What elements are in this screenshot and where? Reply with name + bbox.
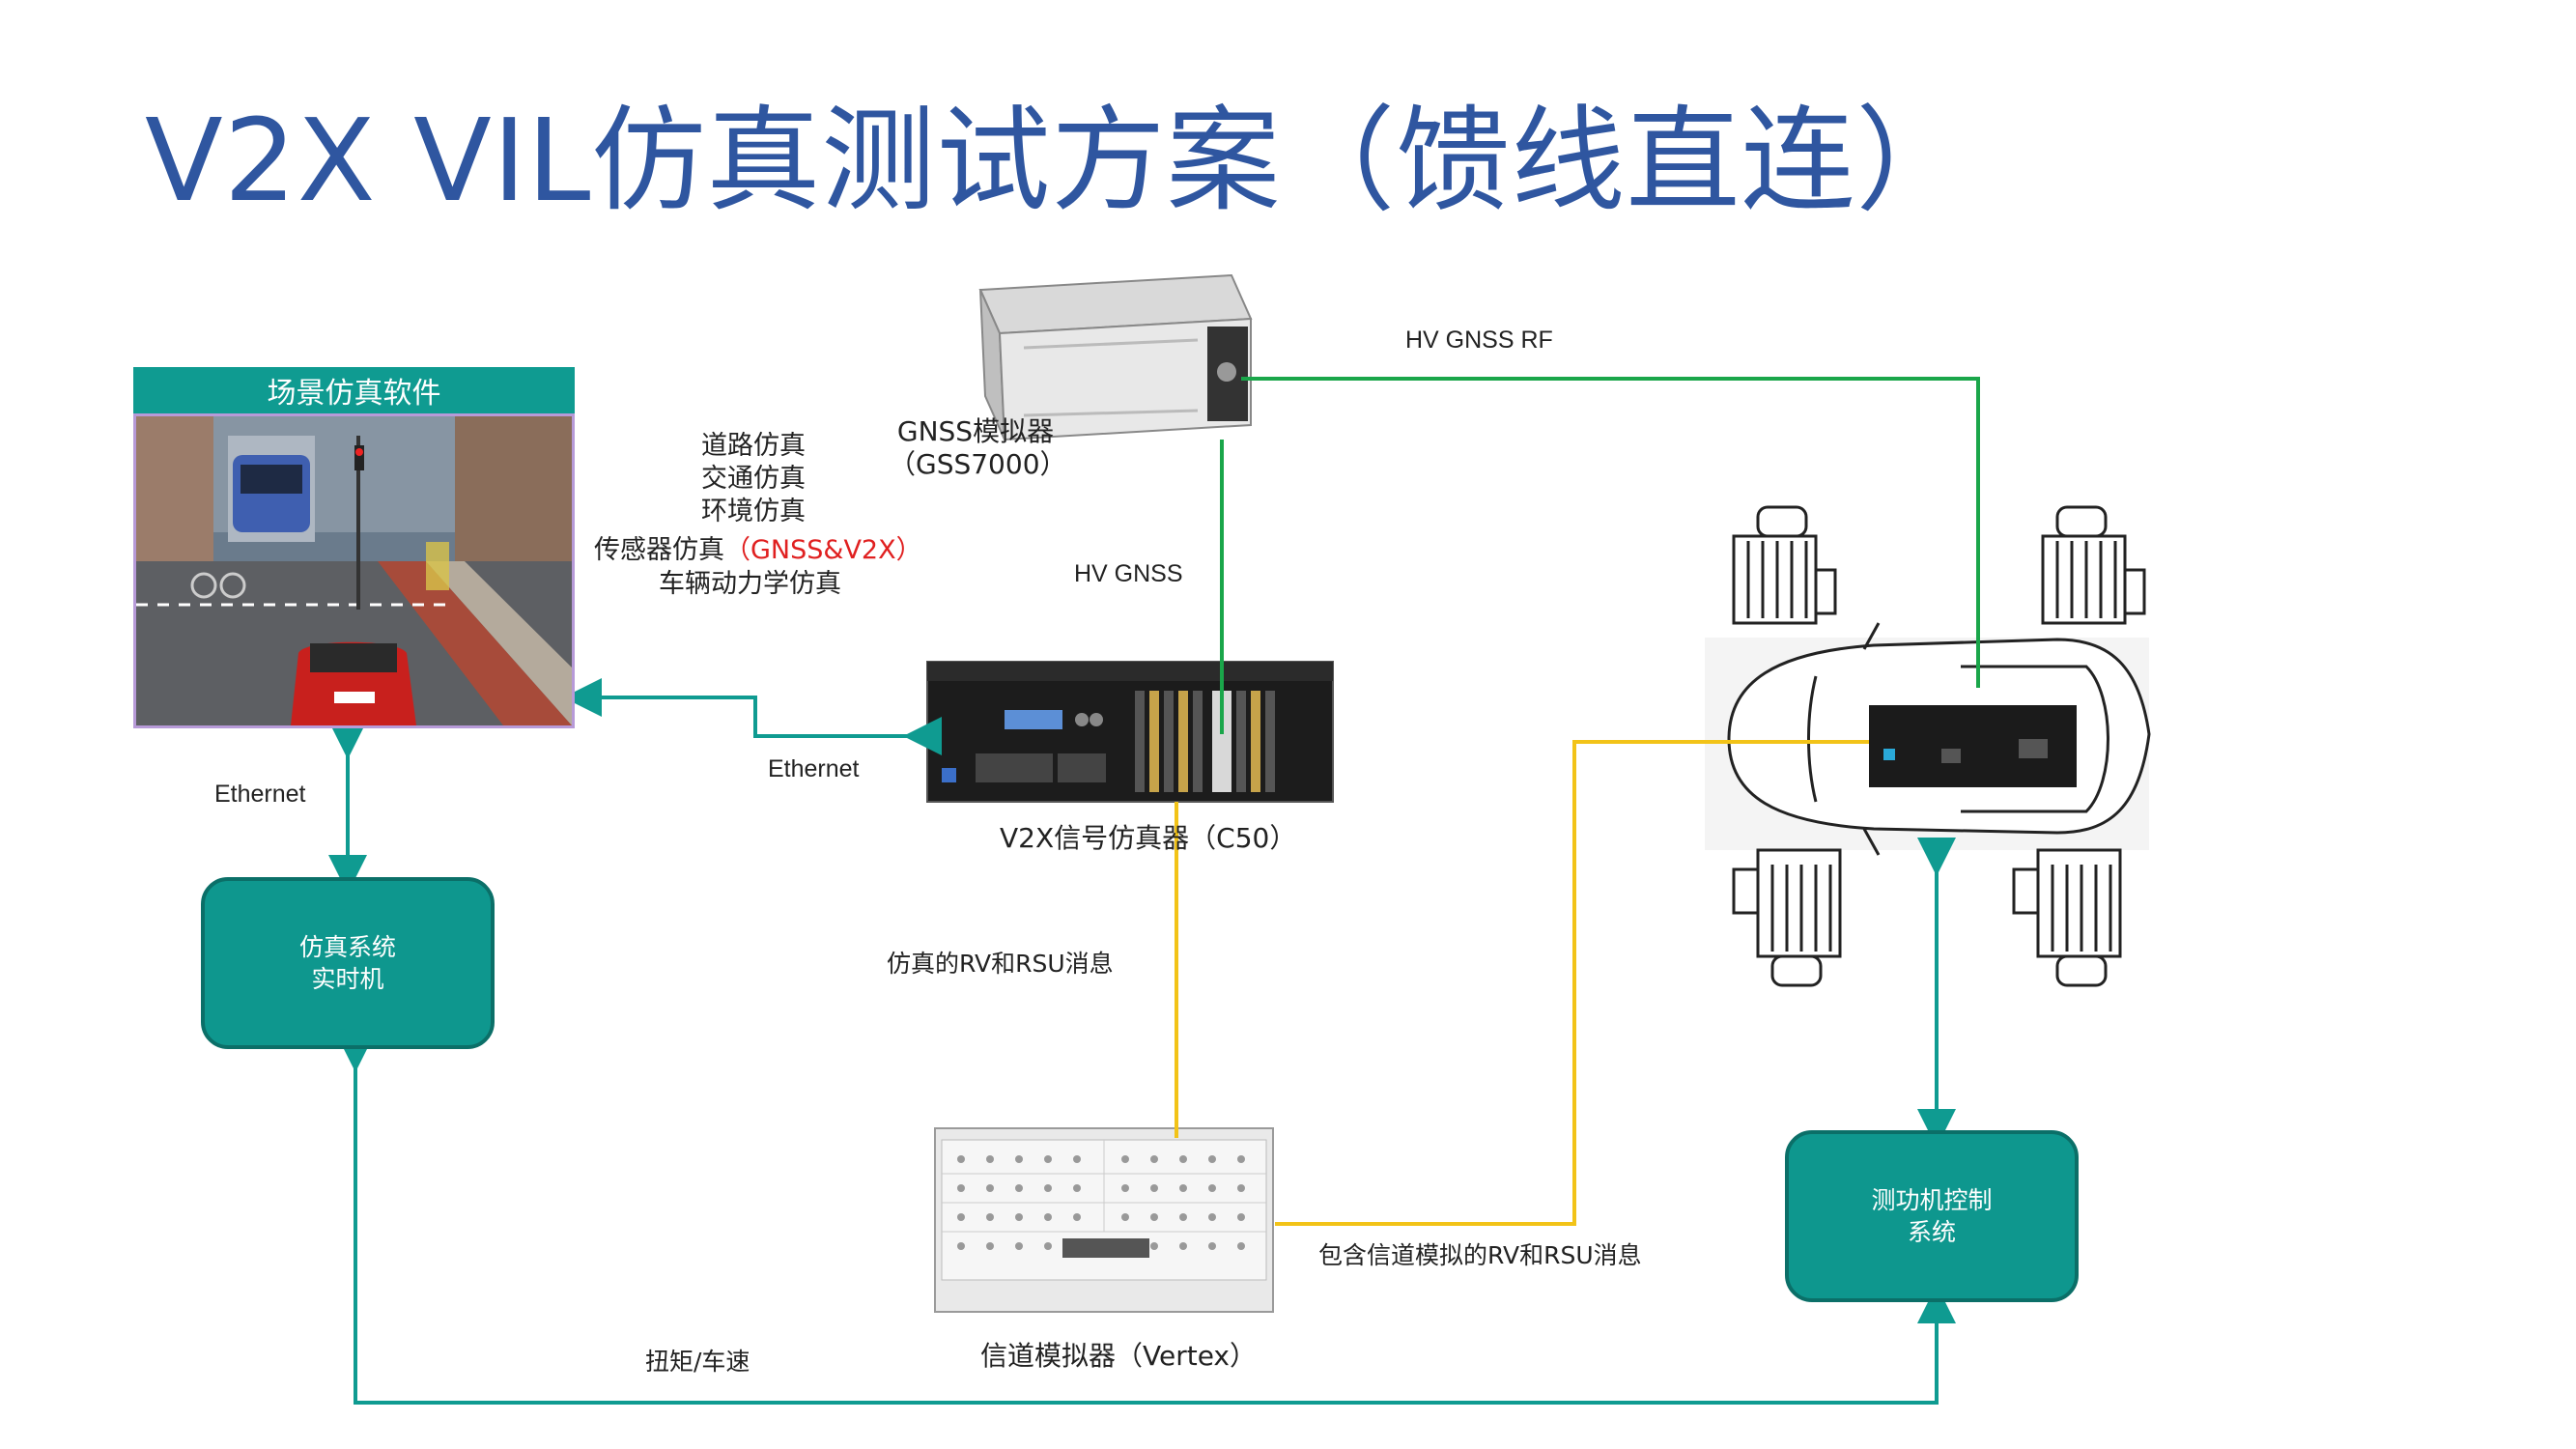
gnss-simulator-label: GNSS模拟器 （GSS7000） [889,415,1067,481]
channel-emulator-device [934,1127,1274,1313]
sim-sensor: 传感器仿真（GNSS&V2X） [594,528,922,566]
sim-traffic: 交通仿真 [701,464,806,494]
vehicle-on-dyno [1705,505,2151,987]
sim-list-top: 道路仿真 交通仿真 环境仿真 [676,430,831,528]
realtime-box-line1: 仿真系统 [298,933,396,961]
dyno-box-line2: 系统 [1907,1218,1956,1246]
sim-sensor-label: 传感器仿真 [594,535,724,565]
v2x-simulator-caption: V2X信号仿真器（C50） [1000,822,1297,854]
sim-vehicle-dynamics: 车辆动力学仿真 [659,569,841,599]
rv-rsu-msg-label: 仿真的RV和RSU消息 [887,950,1114,978]
realtime-system-box: 仿真系统 实时机 [201,877,495,1049]
realtime-box-line2: 实时机 [311,965,384,993]
ethernet-mid-label: Ethernet [768,755,860,782]
gnss-simulator-model: （GSS7000） [889,448,1067,480]
dyno-box-line1: 测功机控制 [1871,1186,1993,1214]
hv-gnss-label: HV GNSS [1074,560,1183,587]
v2x-simulator-device [926,661,1334,803]
sim-sensor-highlight: （GNSS&V2X） [724,535,922,565]
channel-emulator-caption: 信道模拟器（Vertex） [980,1340,1258,1372]
torque-speed-line [336,1034,1956,1405]
scene-software-header: 场景仿真软件 [133,367,575,413]
torque-speed-label: 扭矩/车速 [645,1348,750,1376]
page-title: V2X VIL仿真测试方案（馈线直连） [145,94,1971,227]
scene-software-screenshot [133,413,575,728]
dyno-control-box: 测功机控制 系统 [1785,1130,2079,1302]
hv-gnss-rf-line [1241,377,1980,688]
hv-gnss-rf-label: HV GNSS RF [1405,327,1553,354]
sim-road: 道路仿真 [701,431,806,461]
sim-environment: 环境仿真 [701,497,806,526]
street-scene [136,416,572,725]
ethernet-mid-line [563,678,942,755]
rv-rsu-channel-msg-label: 包含信道模拟的RV和RSU消息 [1318,1241,1642,1269]
gnss-simulator-name: GNSS模拟器 [896,415,1055,447]
ethernet-left-label: Ethernet [214,781,306,808]
gnss-simulator-device [978,273,1253,441]
